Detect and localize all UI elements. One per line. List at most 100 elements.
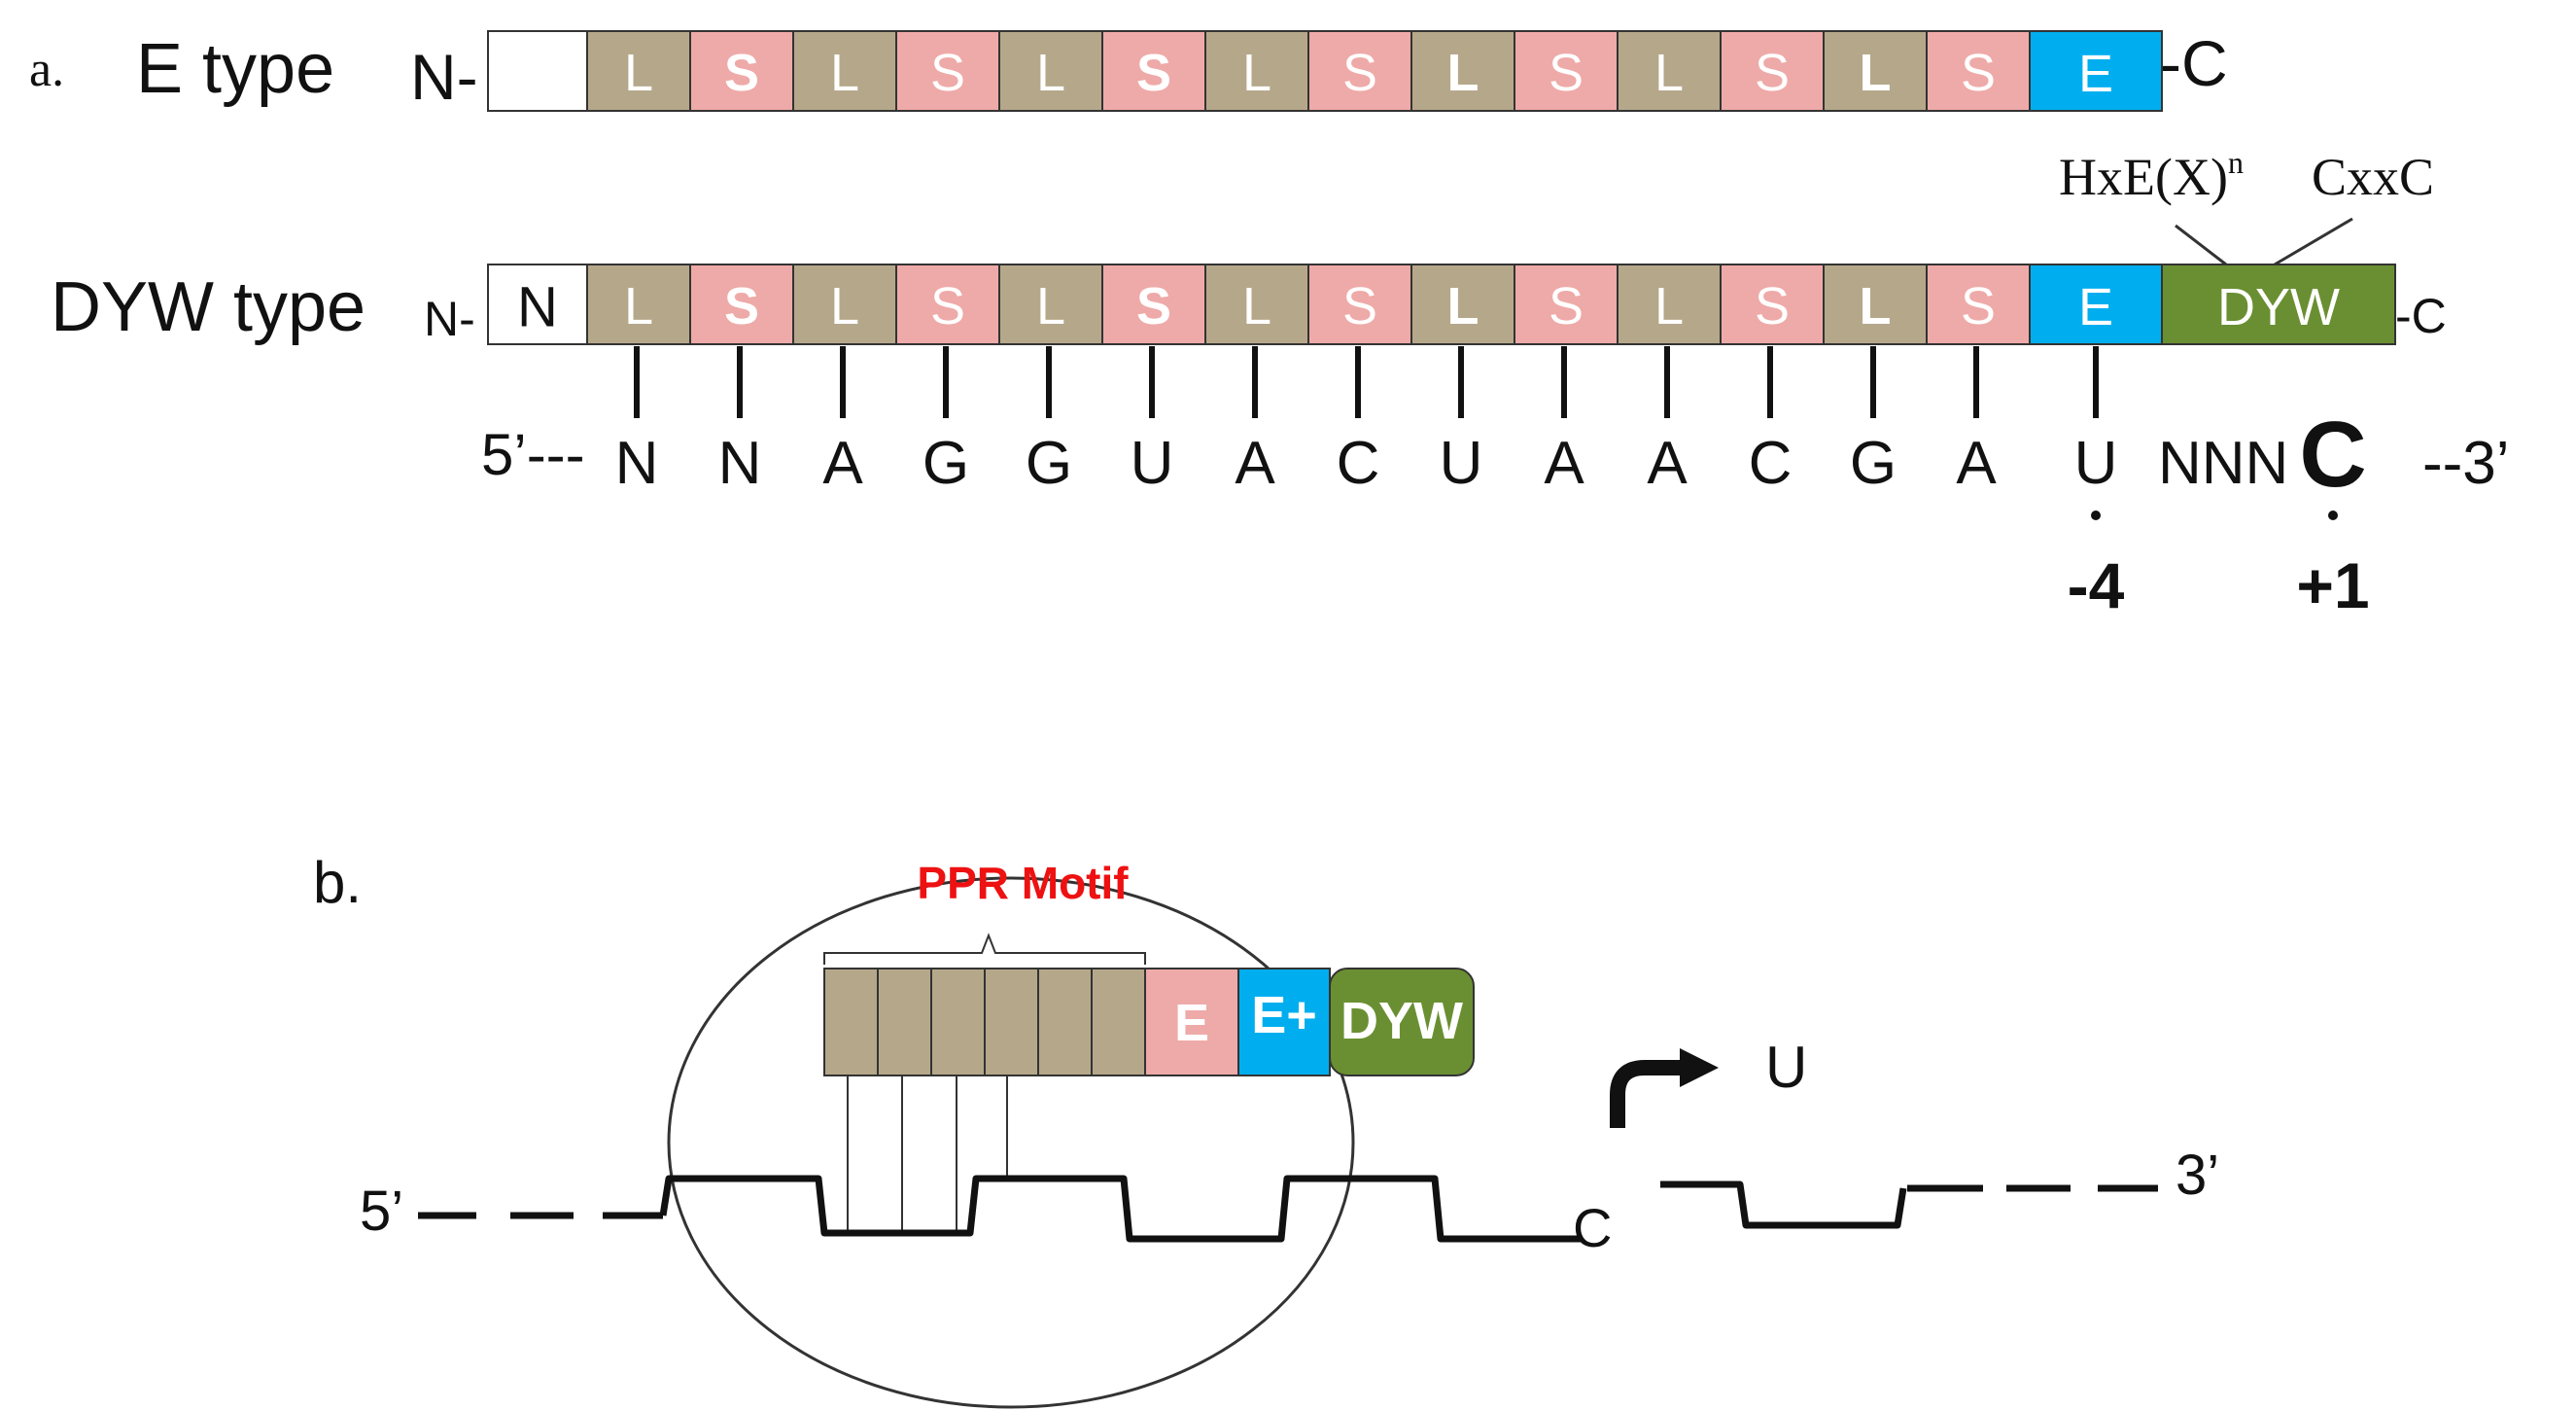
dyw-type-e-domain	[2029, 264, 2163, 345]
hxe-text: HxE(X)	[2059, 148, 2228, 206]
ppr-motif-box-5	[1037, 968, 1093, 1076]
dyw-type-motif-label-4: S	[930, 277, 965, 335]
minus4-dot	[2091, 511, 2101, 520]
dyw-type-motif-box-2	[689, 264, 794, 345]
e-type-motif-label-11: L	[1654, 44, 1684, 102]
rna-five-prime: 5’---	[481, 422, 585, 487]
e-type-motif-box-12	[1720, 30, 1825, 112]
dyw-type-motif-label-11: L	[1654, 277, 1684, 335]
dyw-type-motif-label-8: S	[1342, 277, 1377, 335]
e-type-motif-box-1	[586, 30, 691, 112]
conversion-arrow-head	[1680, 1048, 1719, 1087]
dyw-type-motif-box-1	[586, 264, 691, 345]
e-type-motif-label-8: S	[1342, 44, 1377, 102]
dyw-type-n-box-label: N	[517, 276, 558, 339]
position-plus1: +1	[2296, 549, 2369, 621]
ppr-protein-outline	[667, 876, 1355, 1409]
e-type-motif-box-2	[689, 30, 794, 112]
dyw-type-n-term: N-	[424, 292, 475, 346]
e-type-motif-box-5	[998, 30, 1103, 112]
dyw-type-label: DYW type	[51, 268, 366, 346]
e-type-motif-box-10	[1514, 30, 1619, 112]
ppr-motif-box-1	[823, 968, 879, 1076]
ppr-contact-lines	[847, 1075, 1008, 1230]
e-type-motif-box-6	[1101, 30, 1206, 112]
e-type-motif-label-13: L	[1860, 44, 1892, 102]
panel-a-label: a.	[29, 42, 64, 97]
rna-base-13: G	[1850, 430, 1897, 497]
conversion-arrow-shaft	[1610, 1060, 1684, 1128]
e-type-motif-label-10: S	[1549, 44, 1584, 102]
dyw-type-e-label: E	[2078, 278, 2113, 336]
e-type-motif-label-1: L	[624, 44, 653, 102]
dyw-type-motif-box-6	[1101, 264, 1206, 345]
dyw-type-motif-label-12: S	[1755, 277, 1790, 335]
ppr-motif-box-4	[984, 968, 1039, 1076]
e-plus-label: E+	[1251, 986, 1317, 1044]
rna-base-14: A	[1956, 430, 1997, 497]
e-type-blank-box	[487, 30, 588, 112]
e-type-motif-label-6: S	[1136, 44, 1171, 102]
dyw-type-motif-label-5: L	[1036, 277, 1065, 335]
rna-base-5: G	[1026, 430, 1072, 497]
dyw-domain-label: DYW	[2217, 278, 2340, 336]
hxe-annotation: HxE(X)n	[2059, 145, 2244, 206]
rna-base-15: U	[2074, 430, 2118, 497]
panel-b-label: b.	[313, 850, 362, 915]
rna-strand-right	[1660, 1181, 1907, 1229]
hxe-superscript: n	[2228, 145, 2244, 180]
panel-b-dyw-domain	[1329, 968, 1475, 1076]
e-type-motif-box-3	[792, 30, 897, 112]
panel-b-e-label: E	[1174, 994, 1209, 1052]
dyw-domain	[2161, 264, 2396, 345]
ppr-motif-title: PPR Motif	[917, 858, 1129, 908]
dyw-type-motif-label-3: L	[830, 277, 859, 335]
dyw-type-n-box	[487, 264, 588, 345]
e-type-motif-box-9	[1410, 30, 1515, 112]
e-type-e-label: E	[2078, 45, 2113, 103]
ppr-motif-box-2	[877, 968, 932, 1076]
plus1-dot	[2328, 511, 2338, 520]
rna-three-prime: --3’	[2422, 430, 2510, 497]
edited-u-label: U	[1765, 1035, 1807, 1100]
e-type-motif-label-12: S	[1755, 44, 1790, 102]
e-type-n-term: N-	[410, 41, 478, 113]
hxe-pointer-line	[2175, 224, 2227, 266]
e-type-motif-label-14: S	[1961, 44, 1996, 102]
dyw-type-motif-box-13	[1823, 264, 1928, 345]
dyw-type-c-term: -C	[2395, 289, 2447, 343]
rna-base-12: C	[1749, 430, 1793, 497]
rna-base-4: G	[922, 430, 969, 497]
panel-b-dyw-label: DYW	[1340, 992, 1463, 1050]
cxxc-annotation: CxxC	[2312, 148, 2434, 206]
dyw-type-motif-box-4	[895, 264, 1000, 345]
e-type-motif-label-3: L	[830, 44, 859, 102]
dyw-type-motif-label-1: L	[624, 277, 653, 335]
ppr-motif-bracket	[823, 933, 1146, 965]
e-type-e-domain	[2029, 30, 2163, 112]
rna-tail: NNN	[2158, 430, 2288, 497]
e-type-motif-box-14	[1926, 30, 2031, 112]
rna-base-1: N	[615, 430, 659, 497]
e-type-motif-label-9: L	[1447, 44, 1479, 102]
edited-c-label: C	[1573, 1197, 1612, 1258]
dyw-type-motif-label-6: S	[1136, 277, 1171, 335]
cxxc-pointer-line	[2274, 217, 2353, 266]
dyw-type-motif-box-3	[792, 264, 897, 345]
rna-base-8: C	[1337, 430, 1380, 497]
panel-b-e-domain	[1144, 968, 1239, 1076]
e-type-motif-box-13	[1823, 30, 1928, 112]
e-type-motif-label-5: L	[1036, 44, 1065, 102]
rna-base-9: U	[1440, 430, 1483, 497]
e-type-motif-box-7	[1204, 30, 1309, 112]
e-type-c-term: -C	[2160, 27, 2228, 99]
e-type-label: E type	[136, 30, 334, 108]
e-type-motif-label-4: S	[930, 44, 965, 102]
rna-binding-lines	[634, 346, 2099, 418]
rna-strand-left	[659, 1175, 1583, 1243]
dyw-type-motif-box-9	[1410, 264, 1515, 345]
rna-base-7: A	[1235, 430, 1275, 497]
ppr-motif-box-3	[930, 968, 986, 1076]
dyw-type-motif-label-10: S	[1549, 277, 1584, 335]
